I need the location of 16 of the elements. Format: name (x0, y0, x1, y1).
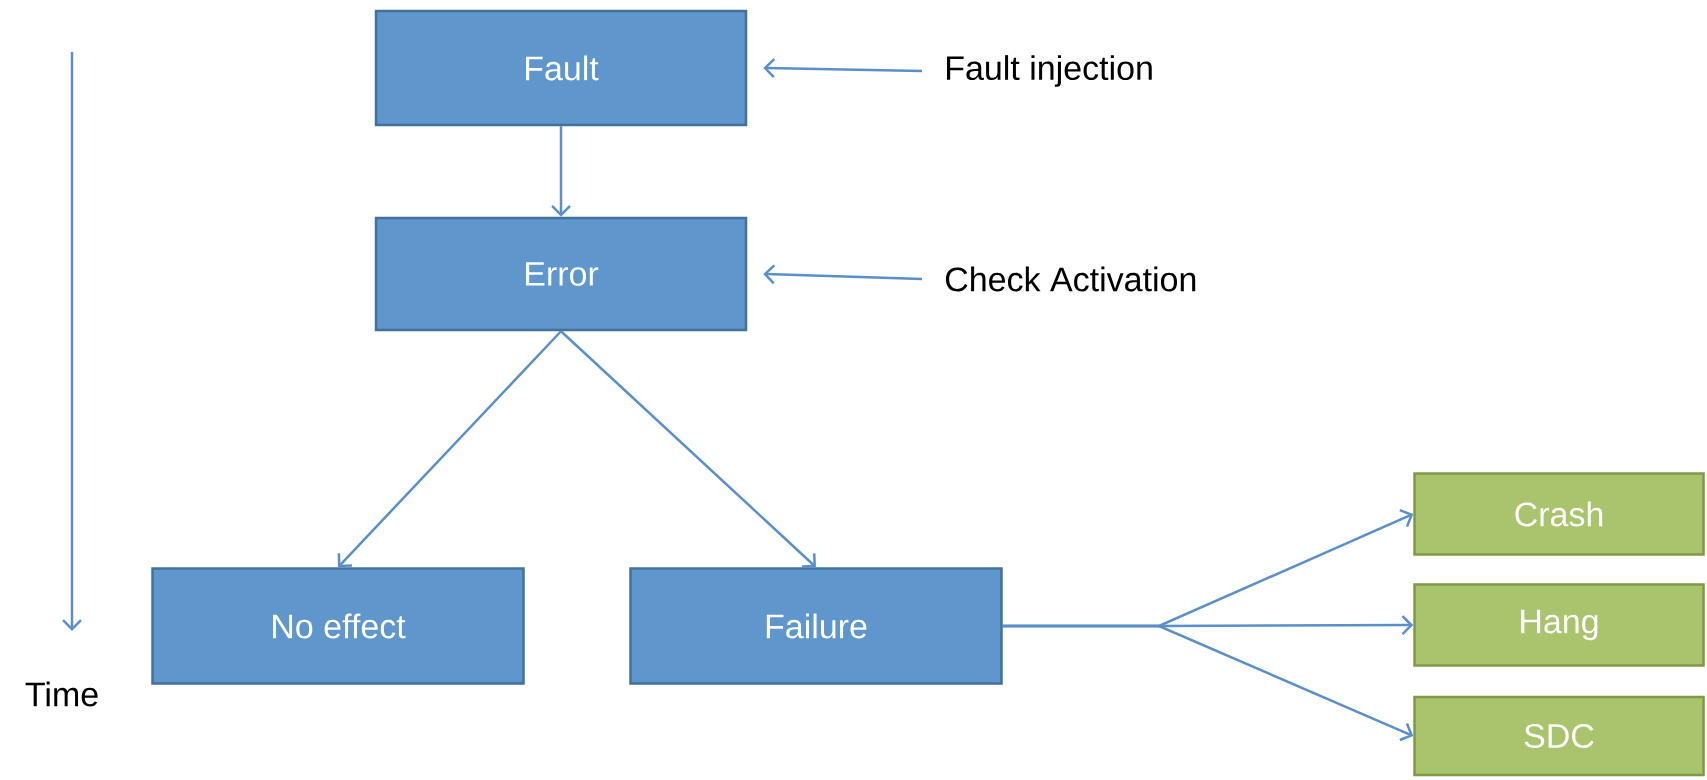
arrow (1002, 624, 1414, 742)
outcome-box: SDC (1413, 695, 1705, 777)
arrow (560, 330, 816, 568)
annotation-text: Check Activation (945, 266, 1196, 292)
annotation-text: Fault injection (947, 55, 1152, 87)
arrow (763, 264, 923, 285)
process-box: Error (374, 216, 748, 332)
axis-label: Time (25, 681, 98, 707)
arrow (763, 58, 923, 79)
arrow (337, 330, 562, 568)
process-box: No effect (151, 567, 525, 685)
process-box: Fault (374, 9, 748, 127)
outcome-box: Hang (1413, 583, 1705, 667)
arrow (551, 126, 571, 217)
outcome-box: Crash (1413, 472, 1705, 556)
process-box: Failure (629, 567, 1003, 685)
